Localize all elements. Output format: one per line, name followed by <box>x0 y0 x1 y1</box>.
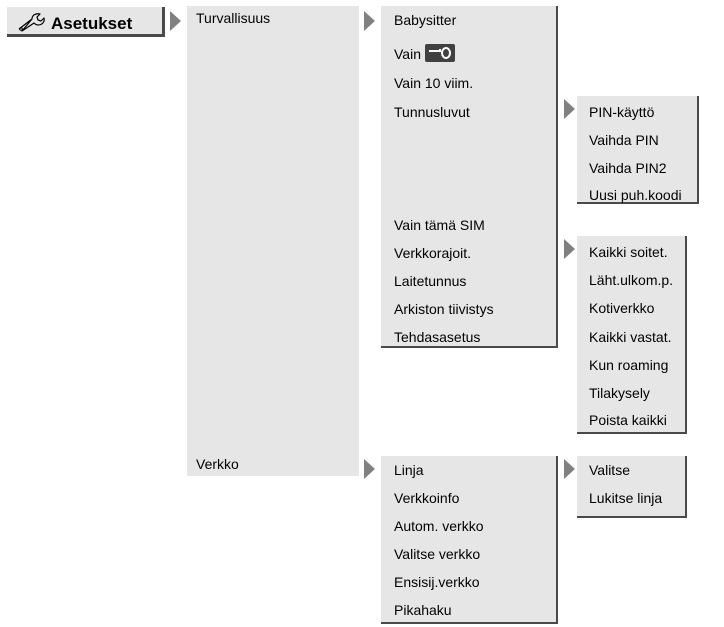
barring-item-kotiverkko[interactable]: Kotiverkko <box>589 300 655 316</box>
menu-item-turvallisuus[interactable]: Turvallisuus <box>196 10 271 26</box>
pin-item-uusi-puh-koodi[interactable]: Uusi puh.koodi <box>589 187 682 203</box>
barring-item-poista-kaikki[interactable]: Poista kaikki <box>589 412 667 428</box>
line-menu-panel <box>577 456 687 518</box>
barring-menu-panel <box>577 236 687 434</box>
network-item-linja[interactable]: Linja <box>394 462 424 478</box>
menu-item-verkko[interactable]: Verkko <box>196 456 239 472</box>
security-item-vain-label: Vain <box>394 46 421 62</box>
network-item-verkkoinfo[interactable]: Verkkoinfo <box>394 490 460 506</box>
network-item-ensisij-verkko[interactable]: Ensisij.verkko <box>394 574 480 590</box>
wrench-icon <box>16 12 46 37</box>
security-item-tehdasasetus[interactable]: Tehdasasetus <box>394 329 481 345</box>
security-item-vain-tama-sim[interactable]: Vain tämä SIM <box>394 217 485 233</box>
security-item-laitetunnus[interactable]: Laitetunnus <box>394 273 467 289</box>
security-item-babysitter[interactable]: Babysitter <box>394 12 457 28</box>
security-item-tunnusluvut[interactable]: Tunnusluvut <box>394 104 470 120</box>
network-menu-panel <box>381 456 558 624</box>
security-item-arkiston-tiivistys[interactable]: Arkiston tiivistys <box>394 301 494 317</box>
line-item-lukitse-linja[interactable]: Lukitse linja <box>589 490 663 506</box>
pin-menu-panel <box>577 96 699 204</box>
security-item-vain[interactable]: Vain <box>394 44 455 65</box>
pin-item-vaihda-pin2[interactable]: Vaihda PIN2 <box>589 160 667 176</box>
arrow-icon <box>564 459 575 479</box>
security-item-verkkorajoit[interactable]: Verkkorajoit. <box>394 245 472 261</box>
barring-item-kun-roaming[interactable]: Kun roaming <box>589 357 669 373</box>
arrow-icon <box>364 11 375 31</box>
pin-item-pin-kaytto[interactable]: PIN-käyttö <box>589 104 655 120</box>
arrow-icon <box>564 239 575 259</box>
security-item-vain-10-viim[interactable]: Vain 10 viim. <box>394 75 474 91</box>
line-item-valitse[interactable]: Valitse <box>589 462 630 478</box>
network-item-autom-verkko[interactable]: Autom. verkko <box>394 518 484 534</box>
network-item-pikahaku[interactable]: Pikahaku <box>394 602 452 618</box>
arrow-icon <box>170 11 181 31</box>
barring-item-kaikki-vastat[interactable]: Kaikki vastat. <box>589 329 672 345</box>
settings-header[interactable]: Asetukset <box>7 7 165 37</box>
page-title: Asetukset <box>51 14 133 33</box>
arrow-icon <box>564 99 575 119</box>
barring-item-tilakysely[interactable]: Tilakysely <box>589 385 650 401</box>
barring-item-laht-ulkom-p[interactable]: Läht.ulkom.p. <box>589 272 674 288</box>
security-menu-panel <box>381 6 558 348</box>
barring-item-kaikki-soitet[interactable]: Kaikki soitet. <box>589 244 668 260</box>
settings-menu-panel <box>187 6 359 476</box>
pin-item-vaihda-pin[interactable]: Vaihda PIN <box>589 132 659 148</box>
arrow-icon <box>364 459 375 479</box>
network-item-valitse-verkko[interactable]: Valitse verkko <box>394 546 481 562</box>
key-icon <box>424 44 455 65</box>
